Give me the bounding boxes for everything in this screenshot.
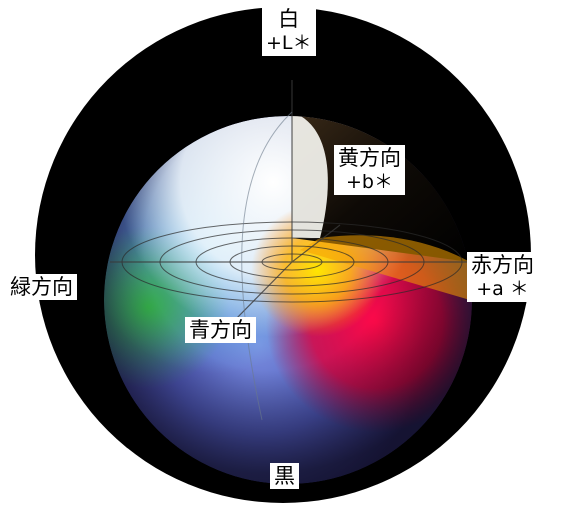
white-label-text: 白 bbox=[278, 7, 300, 31]
blue-axis-line bbox=[229, 261, 293, 326]
cut-away-white-face bbox=[292, 116, 328, 238]
white-label: 白 +L＊ bbox=[262, 6, 316, 56]
green-direction-label: 緑方向 bbox=[6, 274, 77, 300]
b-axis-line bbox=[291, 224, 341, 263]
yellow-direction-label: 黄方向 +b＊ bbox=[334, 145, 405, 195]
blue-direction-text: 青方向 bbox=[189, 318, 252, 342]
a-axis-label: +a ＊ bbox=[476, 278, 529, 300]
black-label-text: 黒 bbox=[274, 464, 295, 488]
green-direction-text: 緑方向 bbox=[10, 275, 73, 299]
axis-lines bbox=[110, 80, 470, 326]
blue-direction-label: 青方向 bbox=[185, 317, 256, 343]
l-axis-label: +L＊ bbox=[266, 32, 312, 54]
red-direction-text: 赤方向 bbox=[471, 253, 534, 277]
yellow-direction-text: 黄方向 bbox=[338, 146, 401, 170]
meridian-curve bbox=[241, 111, 293, 421]
black-label: 黒 bbox=[270, 463, 299, 489]
red-direction-label: 赤方向 +a ＊ bbox=[467, 252, 538, 302]
b-axis-label: +b＊ bbox=[346, 171, 393, 193]
